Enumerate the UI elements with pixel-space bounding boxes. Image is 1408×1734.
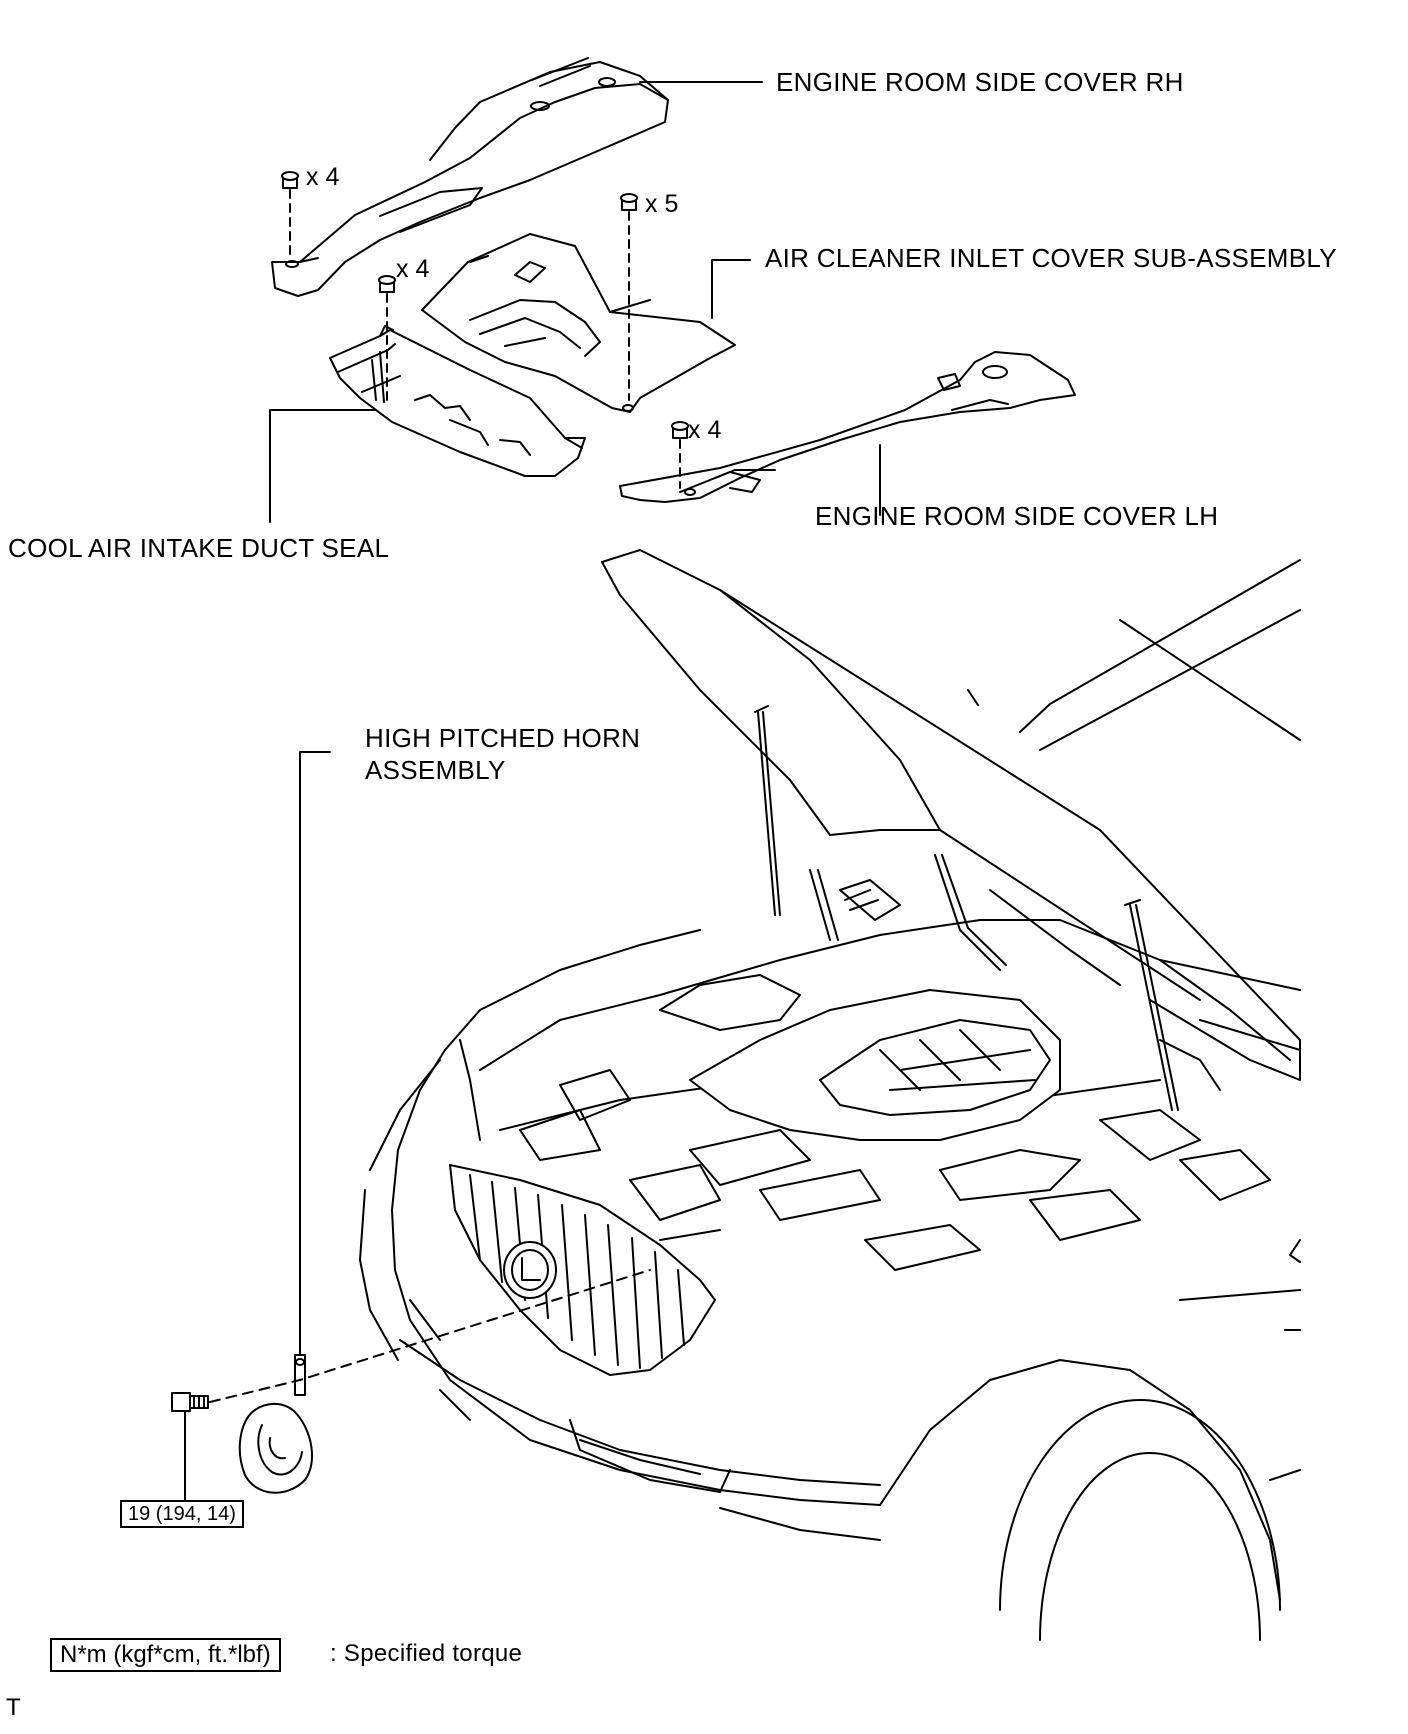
legend-description: : Specified torque [330, 1640, 523, 1667]
air-cleaner-inlet-cover-part [421, 233, 736, 413]
label-engine-room-side-cover-lh: ENGINE ROOM SIDE COVER LH [815, 501, 1219, 531]
vehicle [359, 549, 1301, 1641]
footer-code: T [6, 1694, 21, 1721]
qty-inlet-cover-clips: x 5 [645, 190, 679, 218]
engine-room-side-cover-rh-part [271, 57, 669, 297]
label-horn-line-2: ASSEMBLY [365, 755, 506, 785]
high-pitched-horn-part [238, 1354, 313, 1494]
qty-lh-clips: x 4 [688, 416, 722, 444]
label-engine-room-side-cover-rh: ENGINE ROOM SIDE COVER RH [776, 67, 1184, 97]
legend-torque-unit-box: N*m (kgf*cm, ft.*lbf) [50, 1638, 281, 1672]
horn-bolt-part [171, 1392, 209, 1412]
engine-room-side-cover-lh-part [619, 351, 1076, 503]
leader-lines [184, 81, 881, 1501]
torque-spec-horn-bolt: 19 (194, 14) [120, 1500, 244, 1528]
horn-installation-line [209, 1269, 651, 1403]
label-cool-air-intake-duct-seal: COOL AIR INTAKE DUCT SEAL [8, 533, 390, 563]
qty-duct-seal-clips: x 4 [396, 255, 430, 283]
label-horn-line-1: HIGH PITCHED HORN [365, 723, 641, 753]
cool-air-intake-duct-seal-part [329, 325, 586, 477]
clip-installation-lines [289, 189, 681, 489]
label-air-cleaner-inlet-cover: AIR CLEANER INLET COVER SUB-ASSEMBLY [765, 243, 1337, 273]
qty-rh-clips: x 4 [306, 163, 340, 191]
clips [281, 171, 689, 439]
